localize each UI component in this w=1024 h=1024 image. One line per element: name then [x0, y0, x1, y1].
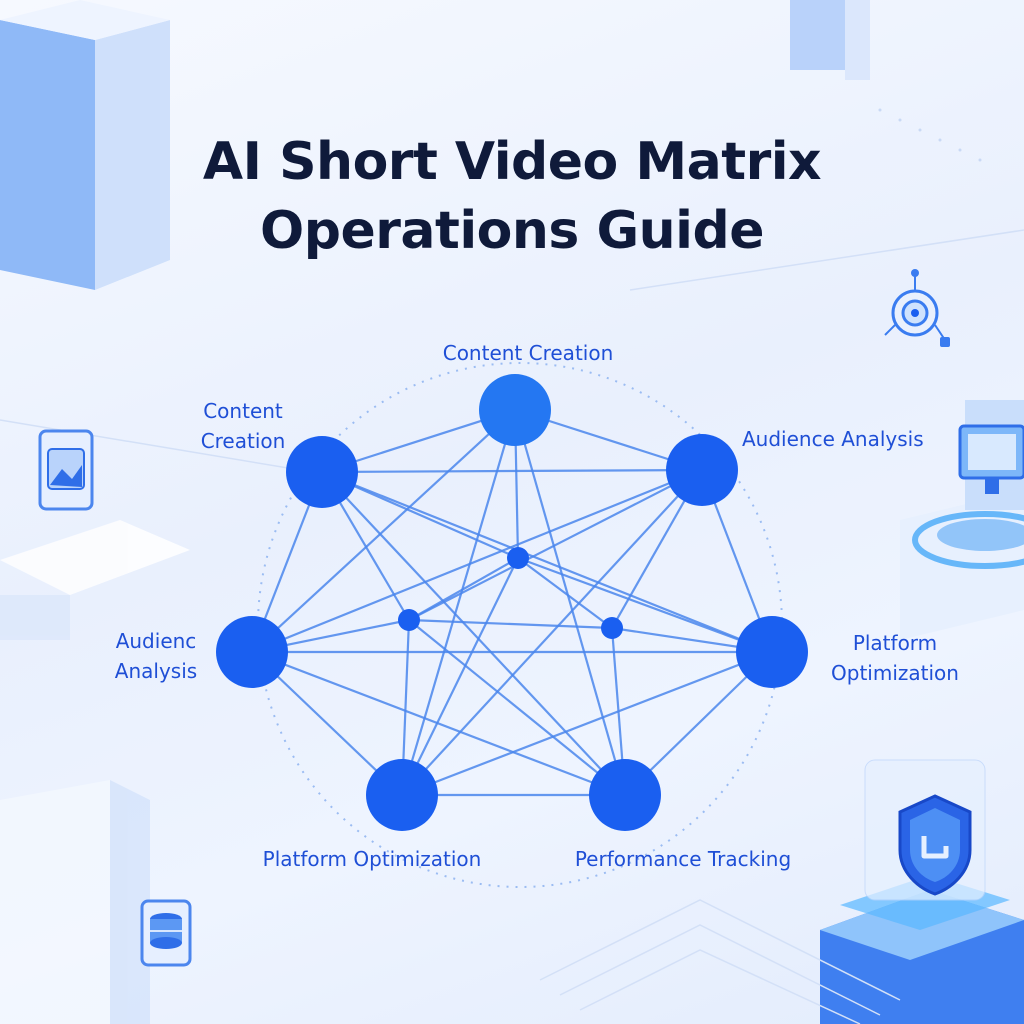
node-label-line: Performance Tracking — [575, 847, 791, 871]
node-label-line: Platform — [853, 631, 937, 655]
edges-layer — [250, 408, 774, 797]
edge-top-bottom-right — [513, 409, 627, 796]
node-label-line: Audience Analysis — [742, 427, 924, 451]
page-title: AI Short Video Matrix Operations Guide — [0, 128, 1024, 265]
edge-upper-left-upper-right — [321, 468, 703, 474]
node-label-line: Audienc — [116, 629, 197, 653]
edge-hub-left-hub-right — [408, 618, 613, 630]
database-icon — [140, 899, 192, 967]
left-steps — [0, 520, 190, 1024]
node-hub-center — [507, 547, 529, 569]
edge-upper-right-hub-left — [408, 469, 703, 621]
node-label-line: Content — [203, 399, 283, 423]
edge-bottom-left-hub-center — [401, 557, 519, 796]
monitor-icon — [958, 424, 1024, 494]
node-hub-left — [398, 609, 420, 631]
node-label-top: Content Creation — [443, 341, 614, 365]
edge-upper-left-bottom-right — [321, 471, 626, 796]
pillar-top-right — [790, 0, 870, 80]
node-label-line: Platform Optimization — [263, 847, 482, 871]
node-right — [736, 616, 808, 688]
edge-right-bottom-left — [401, 650, 773, 797]
title-line-1: AI Short Video Matrix — [202, 132, 822, 192]
image-card-icon — [38, 429, 94, 511]
edge-upper-right-left — [251, 468, 703, 654]
edge-right-hub-center — [517, 556, 773, 654]
edge-top-left — [251, 409, 516, 653]
shield-icon — [898, 794, 972, 896]
edge-upper-right-bottom-left — [401, 469, 703, 796]
node-label-bottom-right: Performance Tracking — [575, 847, 791, 871]
edge-top-bottom-left — [400, 409, 517, 796]
node-label-line: Optimization — [831, 661, 959, 685]
title-line-2: Operations Guide — [260, 200, 764, 261]
node-label-bottom-left: Platform Optimization — [263, 847, 482, 871]
edge-left-bottom-right — [251, 650, 626, 797]
node-label-line: Creation — [201, 429, 286, 453]
node-upper-right — [666, 434, 738, 506]
node-label-line: Analysis — [115, 659, 197, 683]
edge-hub-center-hub-right — [517, 557, 613, 629]
node-bottom-right — [589, 759, 661, 831]
cube-top-left — [0, 0, 170, 290]
node-hub-right — [601, 617, 623, 639]
nodes-layer — [216, 374, 808, 831]
edge-hub-center-hub-left — [408, 557, 519, 621]
node-bottom-left — [366, 759, 438, 831]
edge-upper-left-right — [321, 470, 773, 654]
floor-lines — [0, 229, 1024, 1024]
node-label-line: Content Creation — [443, 341, 614, 365]
edge-bottom-right-hub-left — [408, 619, 626, 796]
node-left — [216, 616, 288, 688]
target-icon — [884, 269, 950, 347]
grid-dots — [878, 108, 982, 162]
node-label-upper-right: Audience Analysis — [742, 427, 924, 451]
node-upper-left — [286, 436, 358, 508]
node-top — [479, 374, 551, 446]
